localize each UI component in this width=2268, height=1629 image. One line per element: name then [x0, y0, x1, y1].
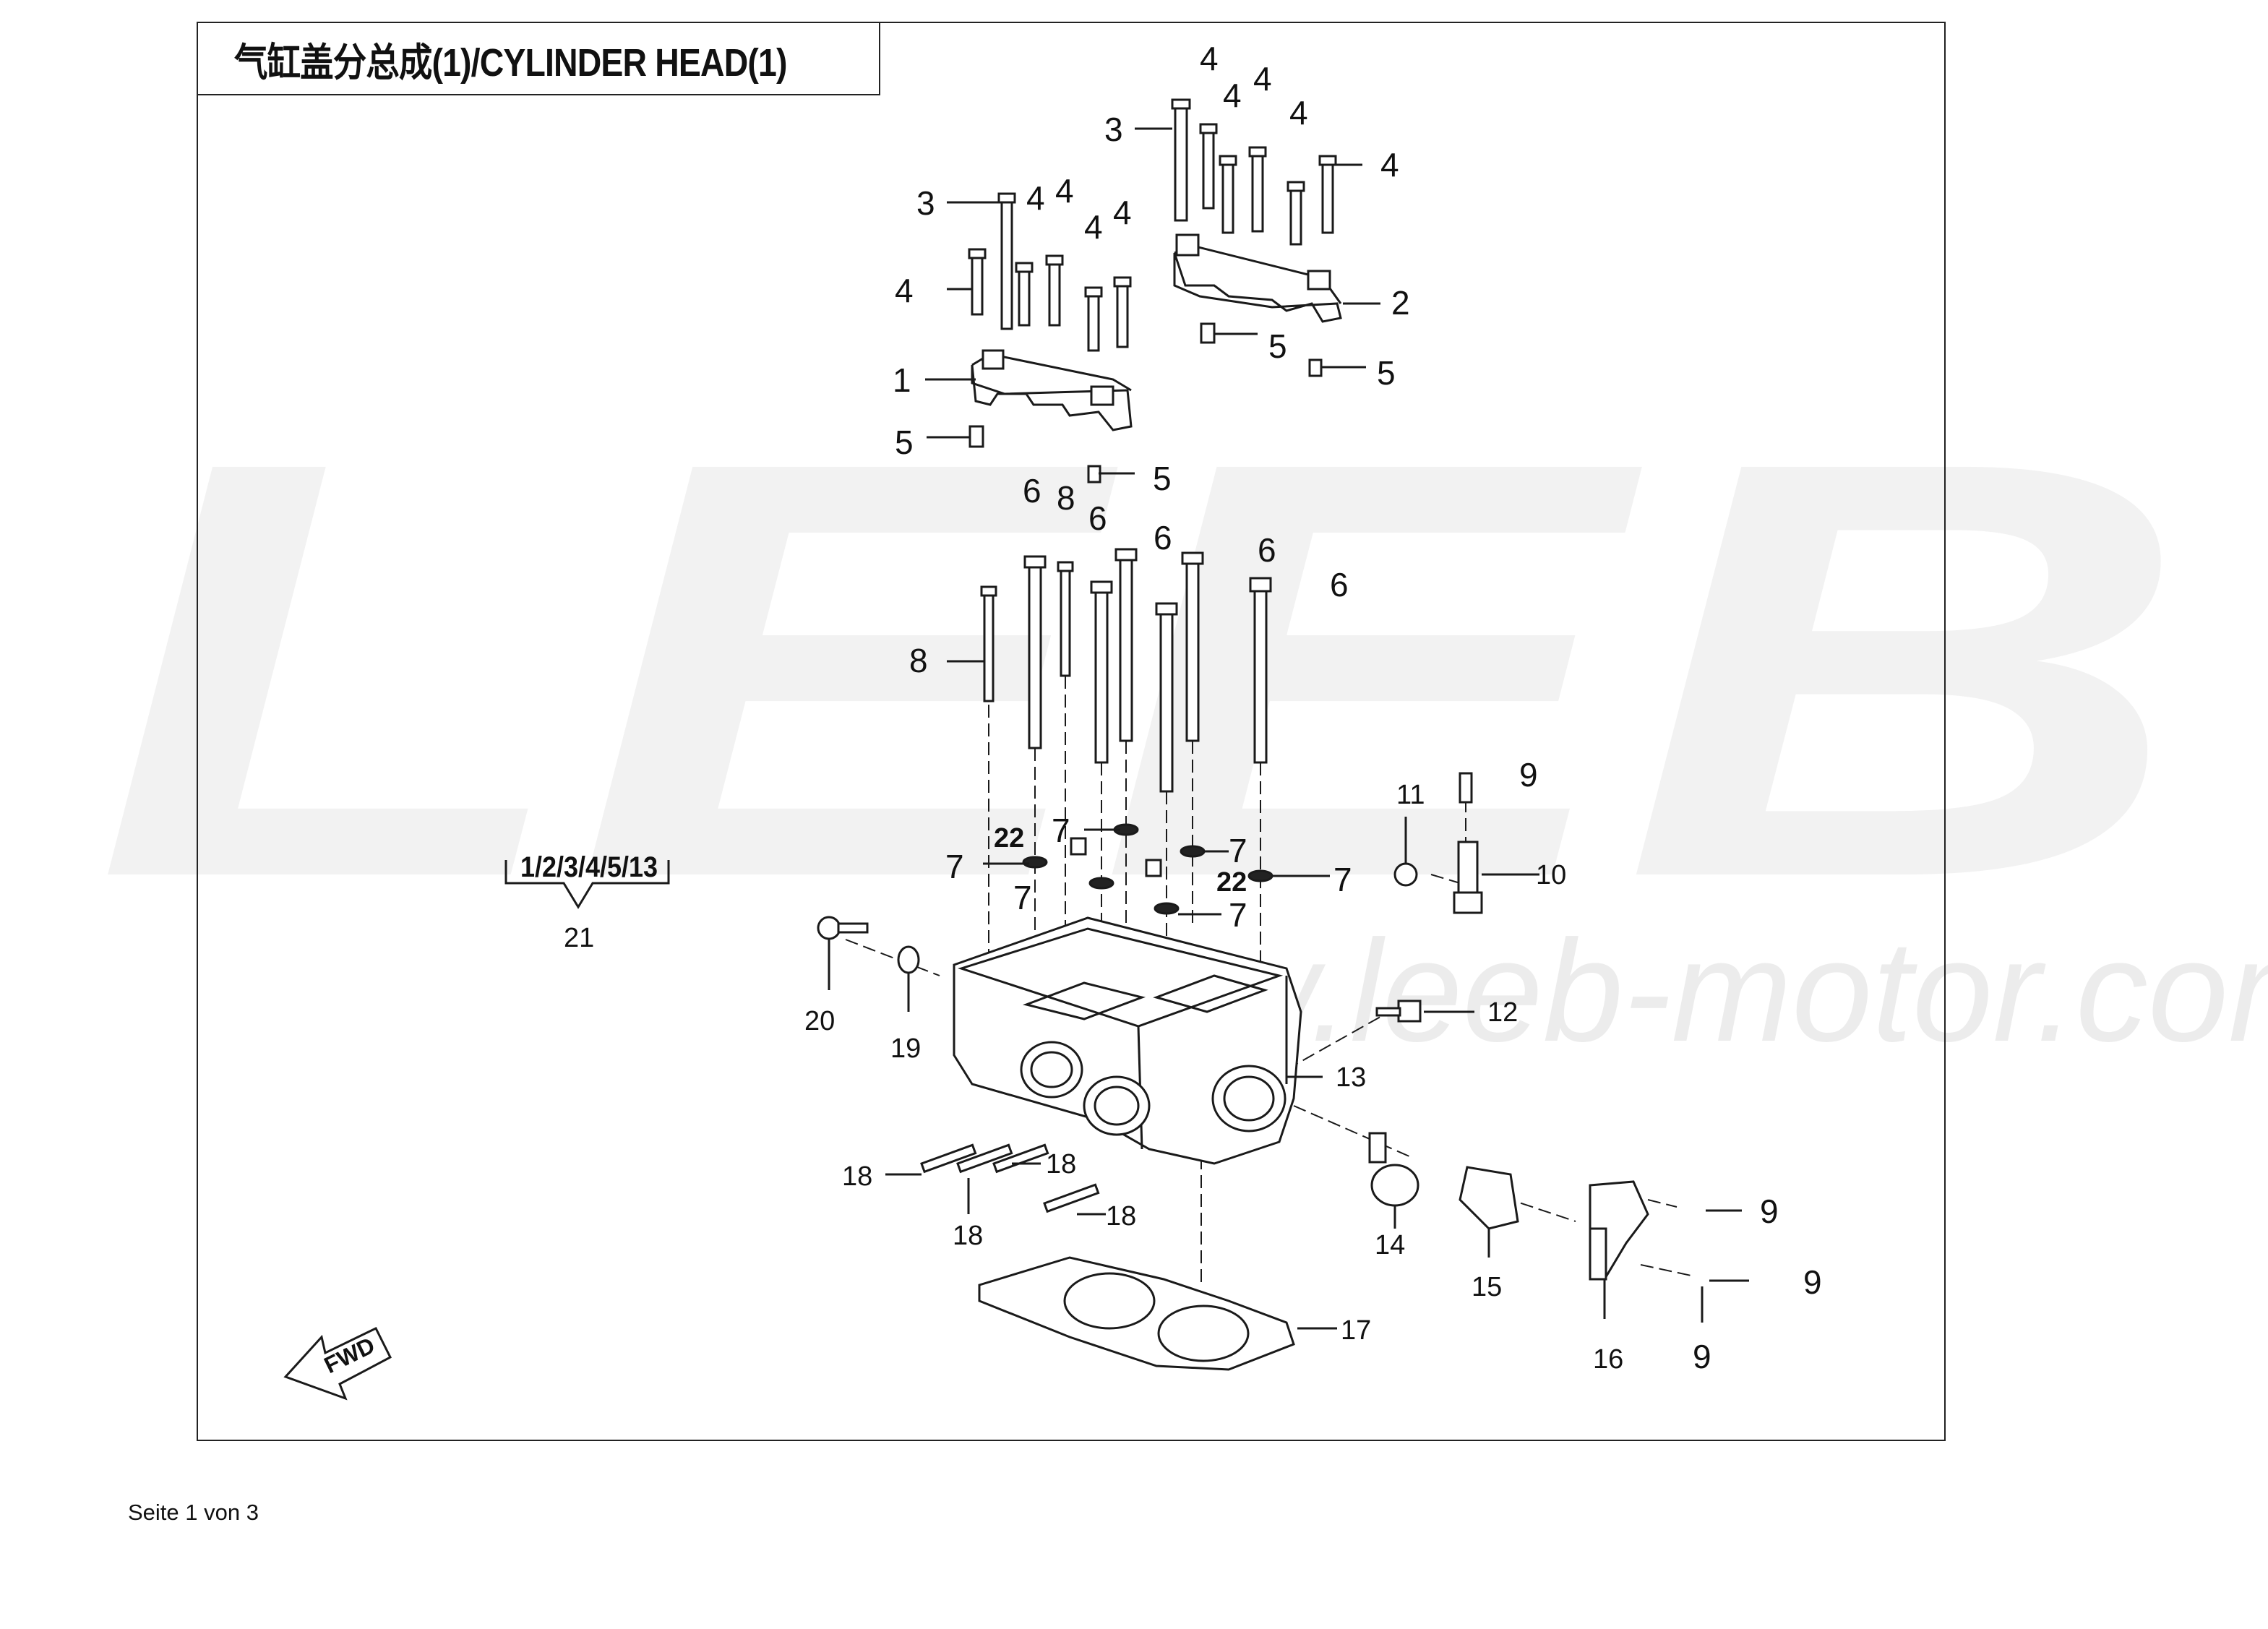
callout-4: 4	[1200, 40, 1219, 77]
fwd-arrow	[283, 1327, 392, 1401]
callout-18: 18	[1046, 1149, 1076, 1179]
callout-8: 8	[909, 642, 928, 679]
cylinder-head	[953, 916, 1302, 1165]
holder-2-bolts	[1171, 98, 1337, 377]
head-bolts	[980, 548, 1272, 793]
callout-14: 14	[1375, 1230, 1405, 1260]
callout-6: 6	[1088, 499, 1107, 537]
callout-5: 5	[1153, 460, 1172, 497]
group-bracket	[504, 860, 670, 909]
callout-4: 4	[1380, 146, 1399, 184]
callout-16: 16	[1593, 1344, 1623, 1375]
callout-15: 15	[1472, 1272, 1502, 1302]
callout-4: 4	[1289, 94, 1308, 132]
callout-18: 18	[842, 1161, 872, 1192]
callout-4: 4	[1026, 179, 1045, 217]
callout-8: 8	[1057, 479, 1075, 517]
callout-12: 12	[1487, 997, 1518, 1028]
camshaft-holder-1	[971, 349, 1133, 431]
leader-lines	[828, 127, 1749, 1330]
callout-7: 7	[945, 848, 964, 885]
callout-9: 9	[1693, 1338, 1711, 1375]
callout-4: 4	[895, 272, 914, 309]
diagram-frame: 气缸盖分总成(1)/CYLINDER HEAD(1)	[197, 22, 1946, 1441]
callout-numbers: 1 2 3 3 4 4 4 4 4 4 4 4 4 4 5 5 5 5 6 6 …	[893, 40, 1822, 1375]
misc-fittings	[817, 772, 1649, 1281]
callout-4: 4	[1055, 172, 1074, 210]
callout-6: 6	[1330, 566, 1349, 603]
callout-3: 3	[1104, 111, 1123, 148]
callout-13: 13	[1336, 1062, 1366, 1093]
callout-1: 1	[893, 361, 911, 399]
alignment-lines	[845, 676, 1692, 1286]
callout-22: 22	[1216, 867, 1247, 898]
holder-1-bolts	[968, 192, 1132, 483]
callout-4: 4	[1223, 77, 1242, 114]
callout-17: 17	[1341, 1315, 1371, 1346]
watermark: LEEB www.leeb-motor.com	[94, 338, 2268, 1072]
callout-9: 9	[1803, 1263, 1822, 1301]
callout-7: 7	[1229, 896, 1247, 934]
callout-21: 21	[564, 923, 594, 953]
callout-11: 11	[1396, 780, 1425, 810]
page-title: 气缸盖分总成(1)/CYLINDER HEAD(1)	[234, 40, 787, 85]
callout-18: 18	[1106, 1201, 1136, 1232]
callout-18: 18	[953, 1221, 983, 1251]
callout-4: 4	[1084, 208, 1103, 246]
camshaft-holder-2	[1173, 233, 1342, 323]
title-box: 气缸盖分总成(1)/CYLINDER HEAD(1)	[198, 23, 880, 95]
callout-5: 5	[1377, 354, 1396, 392]
page-footer: Seite 1 von 3	[128, 1500, 259, 1525]
callout-10: 10	[1536, 860, 1566, 890]
watermark-brand: LEEB	[94, 338, 2190, 1000]
callout-9: 9	[1519, 756, 1538, 794]
callout-9: 9	[1760, 1192, 1779, 1230]
callout-7: 7	[1229, 832, 1247, 869]
callout-6: 6	[1023, 472, 1041, 510]
callout-4: 4	[1253, 60, 1272, 98]
callout-6: 6	[1258, 531, 1276, 569]
callout-7: 7	[1333, 861, 1352, 898]
callout-22: 22	[994, 823, 1024, 854]
callout-6: 6	[1154, 519, 1172, 556]
callout-20: 20	[804, 1006, 835, 1036]
callout-5: 5	[1268, 327, 1287, 365]
group-label: 1/2/3/4/5/13	[520, 851, 658, 883]
callout-7: 7	[1013, 879, 1032, 916]
callout-2: 2	[1391, 284, 1410, 322]
head-gasket	[978, 1256, 1295, 1371]
callout-19: 19	[890, 1033, 921, 1064]
callout-4: 4	[1113, 194, 1132, 231]
callout-numbers-small: 10 11 12 13 14 15 16 17 18 18 18 18 19 2…	[564, 780, 1623, 1375]
callout-7: 7	[1052, 812, 1070, 849]
callout-3: 3	[916, 184, 935, 222]
callout-5: 5	[895, 424, 914, 461]
